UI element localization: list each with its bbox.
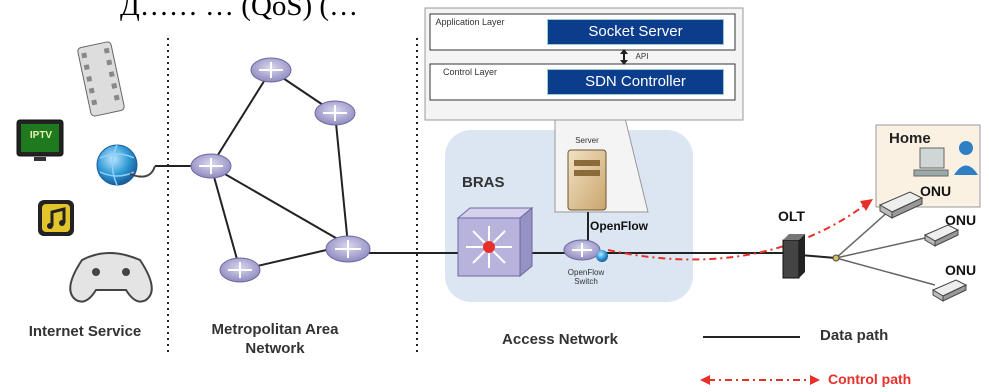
server-icon [567, 149, 607, 211]
openflow-switch-label: OpenFlow Switch [567, 268, 605, 286]
api-arrow-head-up [620, 49, 628, 54]
internet-service-label: Internet Service [28, 323, 142, 340]
music-app-icon [38, 200, 74, 236]
film-reel-icon [77, 41, 125, 117]
metro-links [155, 69, 349, 271]
legend-control-path-label: Control path [828, 371, 912, 387]
api-label: API [635, 52, 649, 61]
server-drive-2 [574, 170, 600, 176]
tv-icon [16, 119, 64, 161]
fiber-to-home [835, 209, 891, 259]
fiber-to-onu-2 [835, 257, 936, 286]
onu-home-icon [878, 191, 924, 219]
splitter [832, 254, 840, 262]
olt-icon [782, 234, 805, 279]
iptv-label: IPTV [29, 130, 53, 141]
openflow-switch-icon [563, 239, 608, 262]
bras-switch-icon [456, 206, 534, 278]
onu-label: ONU [945, 262, 977, 278]
server-drive [574, 160, 600, 166]
api-arrow-head-down [620, 60, 628, 65]
page-title-fragment: Д…… … (QoS) (… [120, 0, 359, 22]
control-layer-label: Control Layer [442, 67, 498, 77]
application-layer-label: Application Layer [435, 17, 505, 27]
data-path-line-3 [799, 254, 837, 259]
legend-control-arrow-left [700, 375, 710, 385]
computer-icon [913, 147, 949, 177]
onu-icon [931, 279, 968, 302]
control-path-arrowhead [860, 199, 873, 211]
bras-label: BRAS [462, 174, 505, 191]
metro-network-label: Metropolitan Area Network [211, 321, 339, 357]
router-icon [314, 100, 356, 126]
legend-control-arrow-right [810, 375, 820, 385]
socket-server-box: Socket Server [547, 19, 724, 45]
home-label: Home [889, 130, 931, 147]
openflow-label: OpenFlow [590, 219, 648, 233]
access-network-label: Access Network [502, 331, 618, 348]
router-icon [325, 235, 371, 263]
control-path-line [607, 204, 866, 261]
router-icon [250, 57, 292, 83]
sdn-controller-box: SDN Controller [547, 69, 724, 95]
router-icon [219, 257, 261, 283]
home-onu-label: ONU [920, 183, 952, 199]
legend-data-path-label: Data path [820, 327, 889, 344]
onu-label: ONU [945, 212, 977, 228]
fiber-to-onu-1 [835, 237, 926, 259]
globe-icon [96, 144, 156, 186]
gamepad-icon [69, 252, 153, 303]
olt-label: OLT [778, 208, 805, 224]
user-icon [954, 141, 978, 175]
server-label: Server [575, 136, 599, 145]
onu-icon [923, 224, 960, 247]
router-icon [190, 153, 232, 179]
